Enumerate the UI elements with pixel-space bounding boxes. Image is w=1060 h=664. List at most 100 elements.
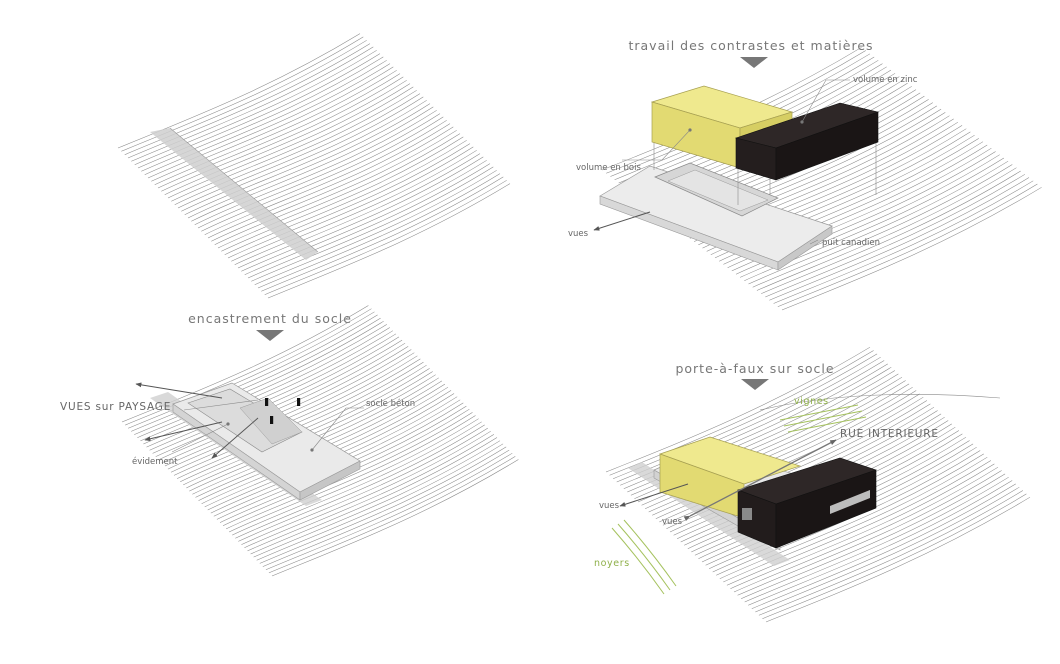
panel-socle: encastrement du socle bbox=[60, 305, 519, 577]
contour-line bbox=[127, 311, 375, 429]
label-canadian-well: puit canadien bbox=[822, 238, 880, 248]
contour-line bbox=[781, 187, 1042, 311]
contour-line bbox=[244, 160, 487, 275]
contour-line bbox=[261, 176, 504, 292]
contour-line bbox=[716, 450, 981, 576]
contour-line bbox=[740, 473, 1006, 599]
contour-line bbox=[191, 106, 434, 222]
concrete-socle bbox=[172, 382, 361, 501]
contour-line bbox=[751, 483, 1016, 609]
contour-line bbox=[121, 305, 369, 423]
contour-line bbox=[769, 177, 1030, 301]
contour-line bbox=[137, 53, 381, 169]
contour-line bbox=[259, 446, 507, 564]
label-wood-volume: volume en bois bbox=[576, 163, 641, 173]
contour-line bbox=[723, 456, 988, 583]
down-triangle-icon bbox=[740, 57, 768, 68]
contour-line bbox=[237, 153, 481, 269]
contour-line bbox=[157, 73, 401, 189]
contour-line bbox=[605, 346, 871, 473]
contour-line bbox=[151, 66, 394, 182]
contour-line bbox=[197, 113, 441, 229]
contour-line bbox=[124, 40, 367, 155]
contour-line bbox=[756, 167, 1017, 291]
contour-line bbox=[256, 443, 504, 561]
contour-line bbox=[254, 170, 497, 285]
materials-annotations bbox=[593, 79, 850, 245]
contour-line bbox=[154, 70, 397, 185]
contour-line bbox=[146, 330, 394, 448]
contour-line bbox=[124, 308, 372, 426]
contour-line bbox=[758, 490, 1024, 616]
contour-line bbox=[211, 126, 454, 242]
contour-line bbox=[232, 418, 479, 536]
contour-line bbox=[235, 421, 482, 539]
panel-title-materials: travail des contrastes et matières bbox=[628, 38, 873, 53]
contour-line bbox=[238, 424, 485, 542]
contour-line bbox=[141, 56, 384, 172]
panel-cantilever: porte-à-faux sur socle bbox=[594, 346, 1031, 623]
socle-annotations bbox=[135, 382, 364, 459]
contour-line bbox=[264, 180, 507, 295]
label-zinc-volume: volume en zinc bbox=[853, 75, 918, 85]
contour-line bbox=[181, 96, 424, 212]
contour-line bbox=[755, 486, 1020, 613]
contour-line bbox=[250, 437, 498, 555]
contour-line bbox=[726, 460, 992, 586]
contour-line bbox=[733, 466, 999, 593]
contour-line bbox=[140, 324, 387, 442]
contour-line bbox=[759, 394, 1001, 411]
panel-terrain bbox=[117, 33, 511, 299]
panel-title-cantilever: porte-à-faux sur socle bbox=[675, 361, 834, 376]
contour-line bbox=[231, 146, 474, 262]
contour-line bbox=[134, 317, 381, 435]
contour-line bbox=[777, 183, 1038, 307]
walnut-lines bbox=[611, 519, 677, 595]
contour-line bbox=[217, 133, 461, 249]
label-walnut-trees: noyers bbox=[594, 558, 630, 569]
contour-line bbox=[224, 140, 467, 255]
contour-line bbox=[204, 120, 447, 235]
contour-line bbox=[131, 46, 374, 162]
contour-line bbox=[184, 100, 427, 215]
contour-line bbox=[748, 480, 1013, 606]
label-vines: vignes bbox=[794, 396, 829, 407]
terrain-contours bbox=[117, 33, 511, 299]
terrain-road bbox=[150, 127, 319, 260]
contour-line bbox=[207, 123, 451, 239]
label-views-center: vues bbox=[662, 517, 683, 527]
contour-line bbox=[253, 440, 501, 558]
contour-line bbox=[765, 496, 1031, 623]
contour-line bbox=[265, 452, 513, 570]
label-interior-street: RUE INTERIEURE bbox=[840, 428, 939, 440]
down-triangle-icon bbox=[741, 379, 769, 390]
contour-line bbox=[228, 415, 476, 533]
contour-line bbox=[164, 80, 407, 195]
contour-line bbox=[194, 110, 437, 225]
contour-line bbox=[251, 166, 494, 282]
contour-line bbox=[760, 170, 1021, 294]
contour-line bbox=[131, 314, 378, 432]
contour-line bbox=[773, 180, 1034, 304]
label-concrete-socle: socle béton bbox=[366, 398, 415, 409]
down-triangle-icon bbox=[256, 330, 284, 341]
contour-line bbox=[161, 76, 404, 192]
contour-line bbox=[225, 412, 473, 530]
contour-line bbox=[134, 50, 377, 165]
contour-line bbox=[762, 493, 1027, 619]
figure-icons bbox=[265, 398, 301, 424]
contour-line bbox=[719, 453, 984, 579]
contour-line bbox=[241, 156, 484, 272]
contour-line bbox=[268, 456, 516, 574]
label-views: vues bbox=[568, 229, 589, 239]
contour-line bbox=[127, 43, 371, 159]
contour-line bbox=[174, 90, 417, 205]
contour-line bbox=[271, 459, 519, 577]
contour-line bbox=[177, 93, 421, 209]
contour-line bbox=[247, 163, 491, 279]
contour-line bbox=[262, 449, 510, 567]
contour-line bbox=[117, 33, 361, 149]
contour-line bbox=[737, 470, 1002, 596]
contour-line bbox=[221, 136, 464, 252]
contour-line bbox=[730, 463, 995, 589]
